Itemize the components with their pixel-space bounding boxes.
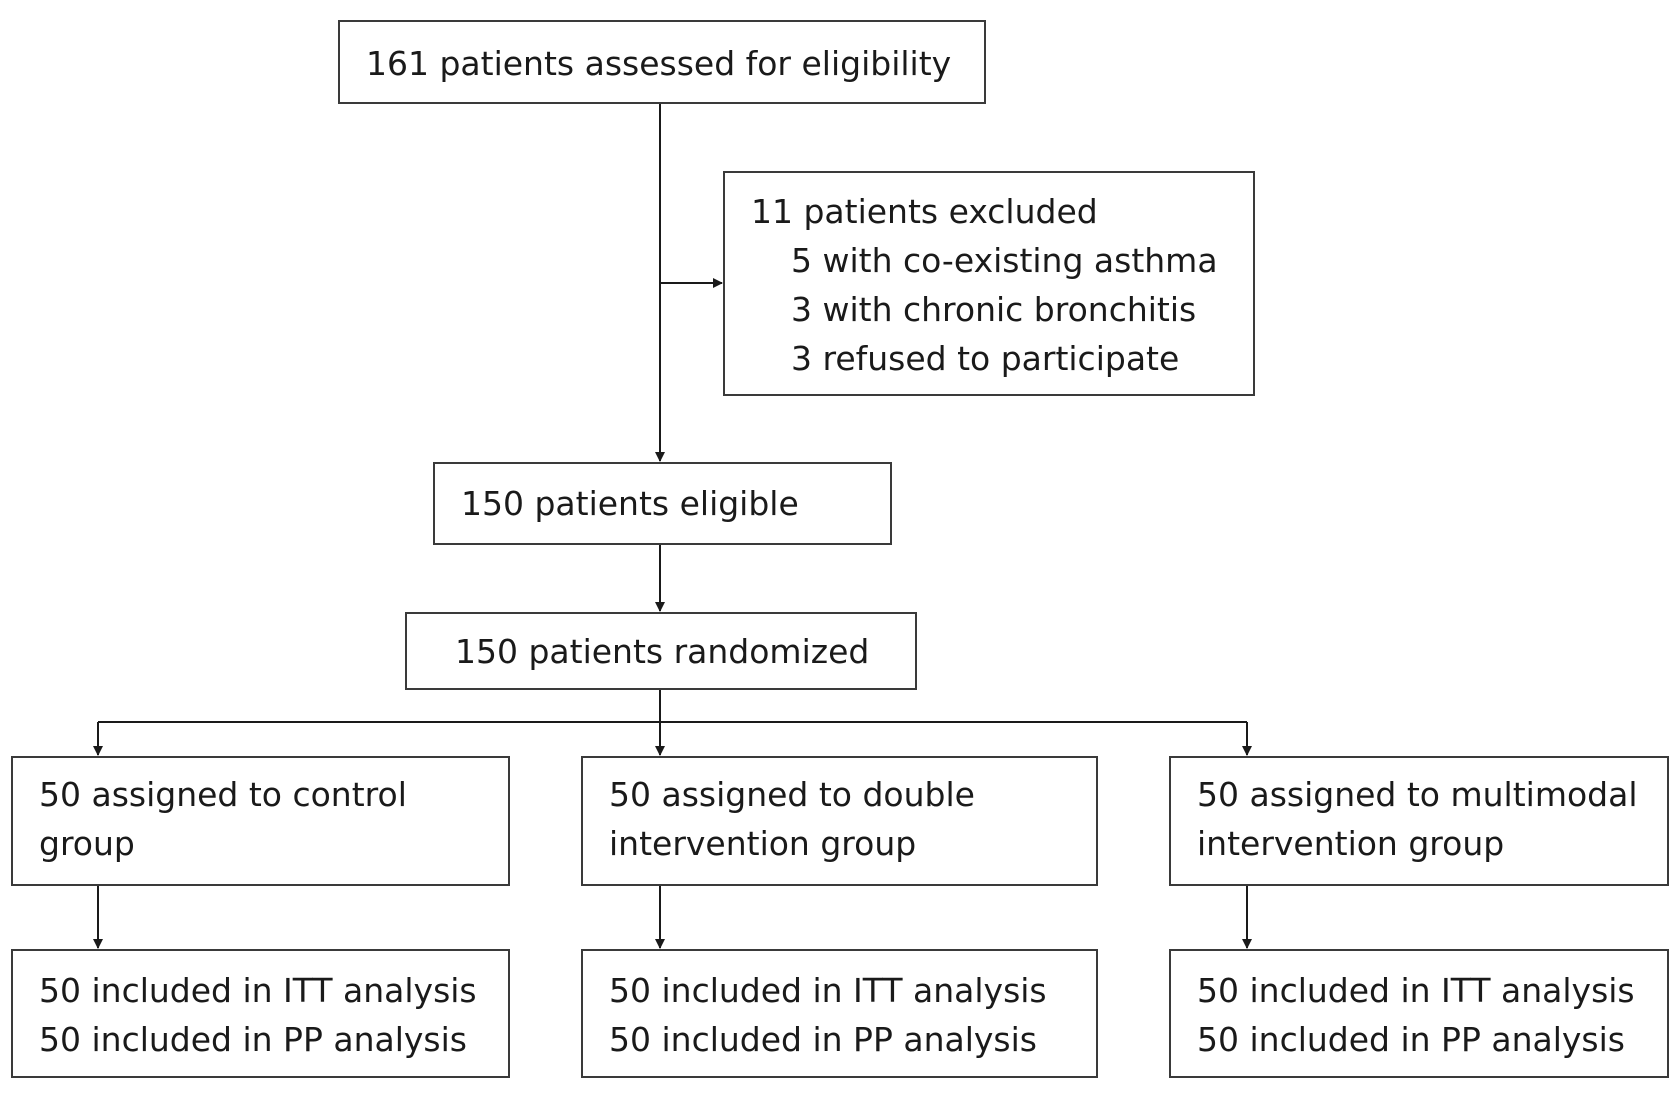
randomized-box: 150 patients randomized xyxy=(405,612,917,690)
assigned-text: 50 assigned to control xyxy=(39,775,407,814)
itt-analysis-text: 50 included in ITT analysis xyxy=(609,971,1047,1010)
control-analysis-box: 50 included in ITT analysis 50 included … xyxy=(11,949,510,1078)
double-intervention-group-box: 50 assigned to double intervention group xyxy=(581,756,1098,886)
excluded-reason: 3 refused to participate xyxy=(791,339,1180,378)
assigned-text: intervention group xyxy=(609,824,917,863)
pp-analysis-text: 50 included in PP analysis xyxy=(1197,1020,1625,1059)
pp-analysis-text: 50 included in PP analysis xyxy=(609,1020,1037,1059)
excluded-box: 11 patients excluded 5 with co-existing … xyxy=(723,171,1255,396)
eligible-text: 150 patients eligible xyxy=(461,484,799,523)
itt-analysis-text: 50 included in ITT analysis xyxy=(1197,971,1635,1010)
assigned-text: group xyxy=(39,824,135,863)
itt-analysis-text: 50 included in ITT analysis xyxy=(39,971,477,1010)
double-intervention-analysis-box: 50 included in ITT analysis 50 included … xyxy=(581,949,1098,1078)
assessed-text: 161 patients assessed for eligibility xyxy=(366,44,952,83)
eligible-box: 150 patients eligible xyxy=(433,462,892,545)
excluded-reason: 5 with co-existing asthma xyxy=(791,241,1218,280)
pp-analysis-text: 50 included in PP analysis xyxy=(39,1020,467,1059)
multimodal-intervention-group-box: 50 assigned to multimodal intervention g… xyxy=(1169,756,1669,886)
multimodal-intervention-analysis-box: 50 included in ITT analysis 50 included … xyxy=(1169,949,1669,1078)
excluded-reason: 3 with chronic bronchitis xyxy=(791,290,1197,329)
control-group-box: 50 assigned to control group xyxy=(11,756,510,886)
randomized-text: 150 patients randomized xyxy=(455,632,870,671)
assigned-text: 50 assigned to double xyxy=(609,775,975,814)
excluded-title: 11 patients excluded xyxy=(751,192,1098,231)
assigned-text: intervention group xyxy=(1197,824,1505,863)
assessed-box: 161 patients assessed for eligibility xyxy=(338,20,986,104)
assigned-text: 50 assigned to multimodal xyxy=(1197,775,1638,814)
